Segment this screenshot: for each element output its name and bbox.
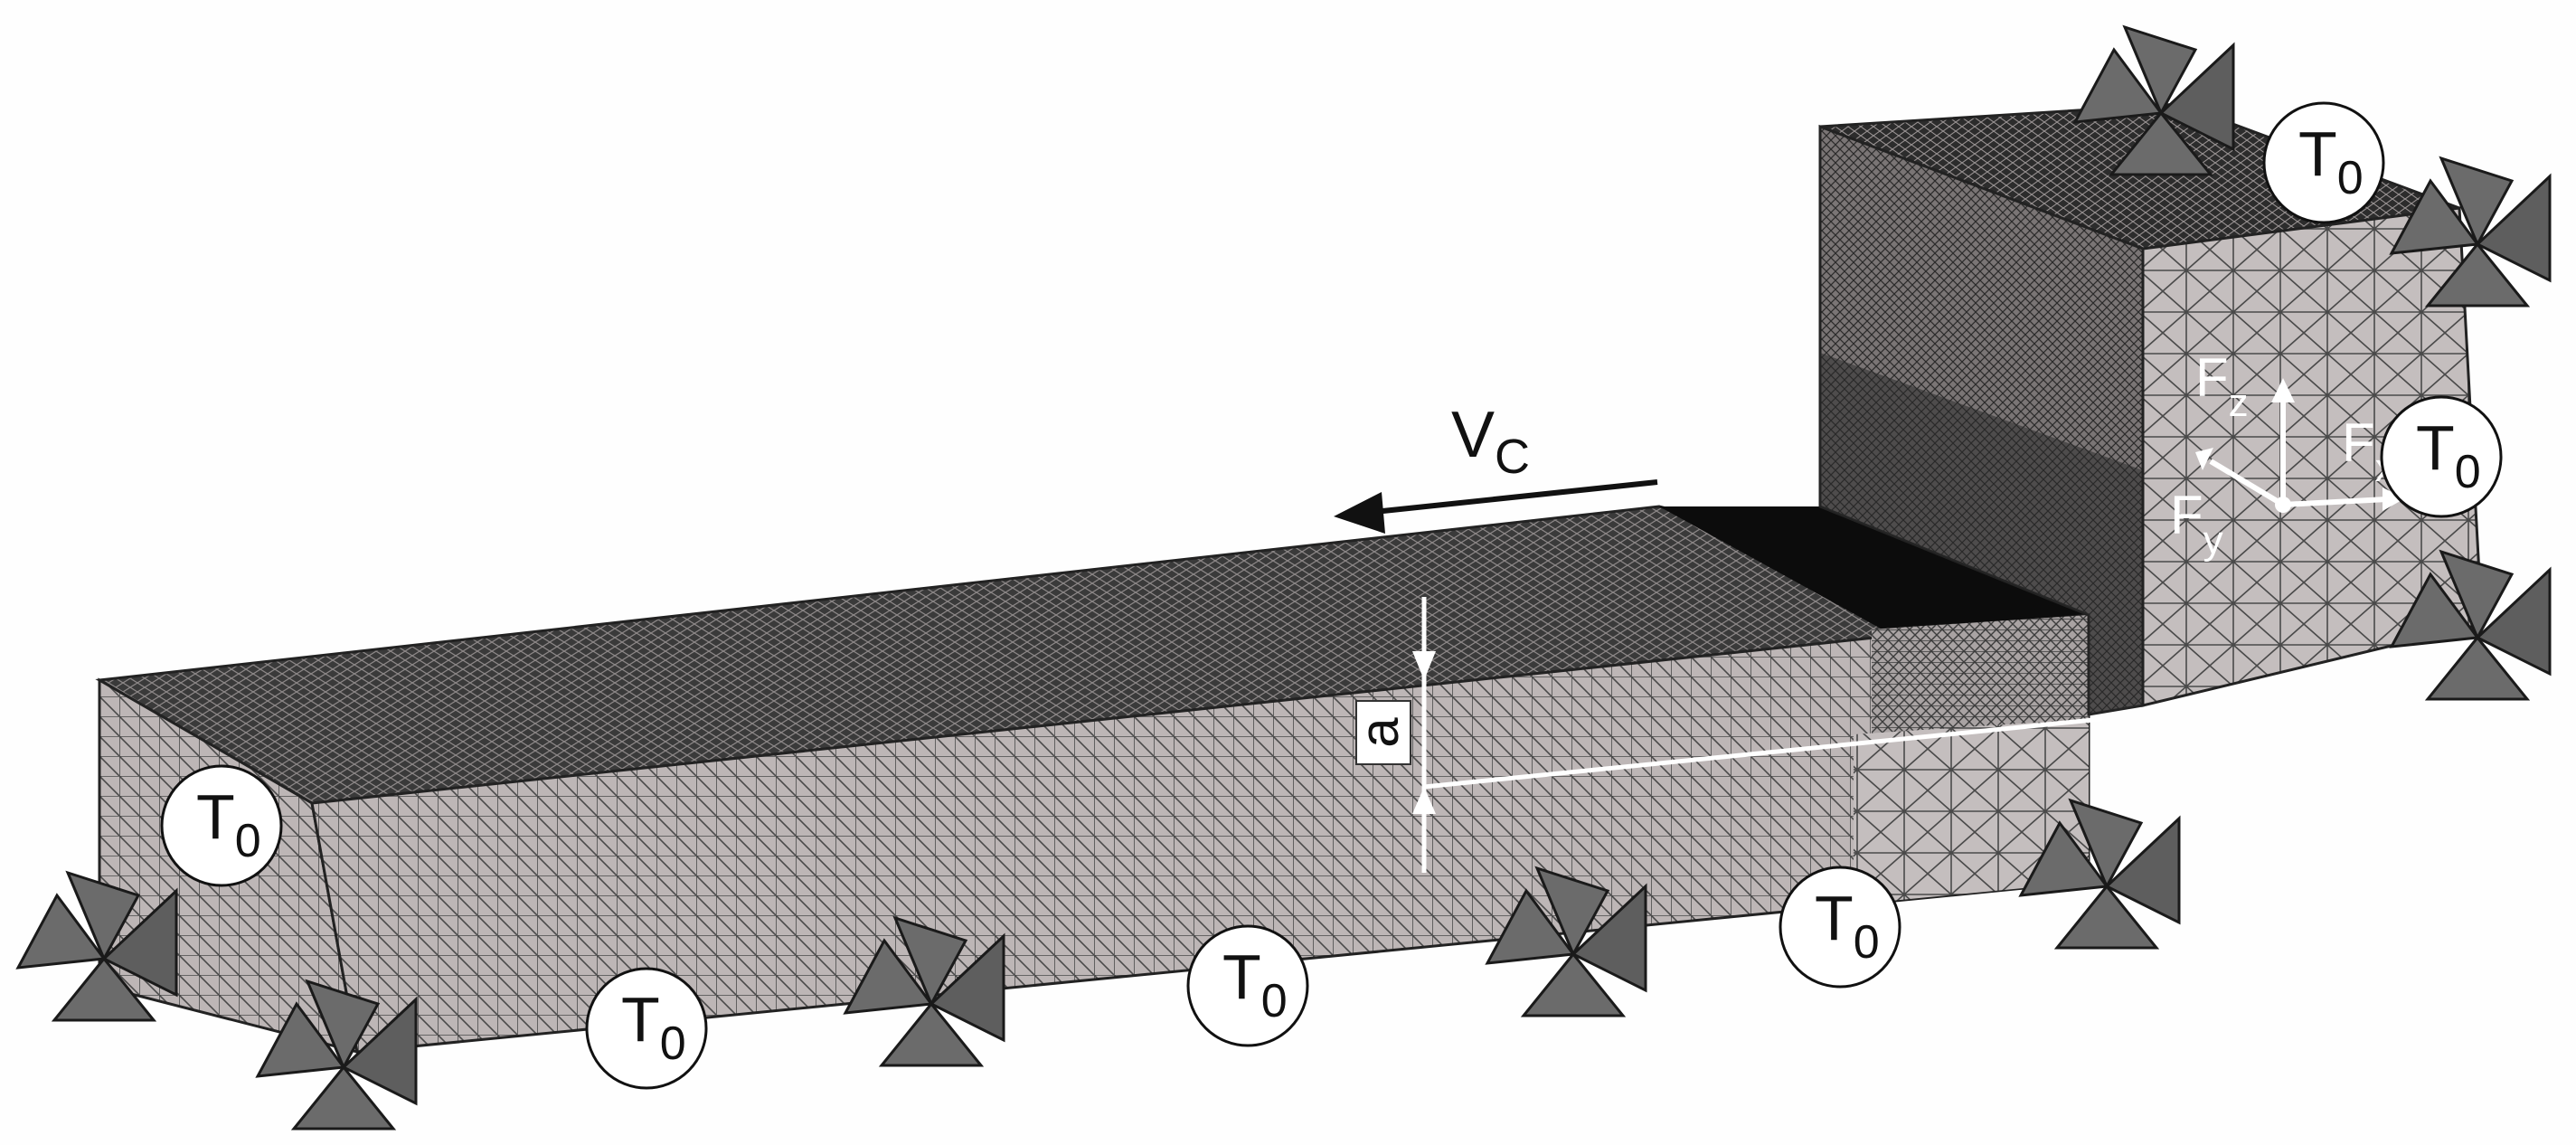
temperature-label: T0 [585, 967, 708, 1090]
temperature-label: T0 [160, 764, 283, 887]
depth-label-box [1355, 700, 1411, 765]
svg-text:T0: T0 [2298, 118, 2364, 204]
force-x-arrow-icon [2282, 497, 2388, 507]
velocity-label: VC [1451, 399, 1530, 484]
workpiece [95, 505, 2090, 1055]
fixed-supports [15, 24, 2552, 1131]
fixed-support-tripod-icon [2018, 798, 2181, 950]
fixed-support-tripod-icon [1485, 866, 1647, 1017]
force-y-arrow-icon [2209, 459, 2285, 507]
force-z-label: Fz [2195, 347, 2249, 425]
tool-rake-face-refined [1820, 353, 2143, 714]
workpiece-top-refined-zone [1659, 506, 2089, 629]
depth-extension-line [1423, 716, 2103, 790]
force-y-arrowhead-icon [2195, 448, 2213, 470]
force-axes: Fz Fx Fy [2170, 347, 2405, 563]
cutting-velocity: VC [1334, 399, 1658, 534]
force-z-arrowhead-icon [2271, 378, 2295, 402]
depth-label: a [1349, 717, 1410, 748]
temperature-label: T0 [2380, 395, 2503, 518]
fixed-support-tripod-icon [843, 915, 1005, 1067]
svg-text:T0: T0 [621, 984, 686, 1070]
fixed-support-tripod-icon [15, 870, 178, 1022]
temperature-label: T0 [1779, 866, 1901, 989]
workpiece-front-coarse-zone [1854, 719, 2089, 904]
temperature-label: T0 [1186, 924, 1309, 1047]
svg-text:T0: T0 [2416, 412, 2481, 498]
depth-of-cut-dimension: a [1349, 597, 2103, 873]
svg-text:T0: T0 [196, 781, 261, 867]
workpiece-front-refined-zone [1872, 615, 2089, 734]
velocity-arrow-icon [1373, 479, 1658, 515]
svg-text:T0: T0 [1815, 883, 1880, 969]
svg-text:T0: T0 [1222, 942, 1288, 1027]
force-y-label: Fy [2170, 485, 2223, 563]
fixed-support-tripod-icon [2072, 24, 2235, 176]
fixed-support-tripod-icon [2389, 156, 2552, 308]
depth-arrowhead-icon [1412, 651, 1436, 680]
depth-arrowhead-icon [1412, 787, 1436, 814]
fixed-support-tripod-icon [255, 979, 418, 1131]
temperature-label: T0 [2262, 101, 2385, 224]
velocity-arrowhead-icon [1334, 492, 1385, 534]
fixed-support-tripod-icon [2389, 549, 2552, 701]
force-x-arrowhead-icon [2383, 487, 2405, 511]
